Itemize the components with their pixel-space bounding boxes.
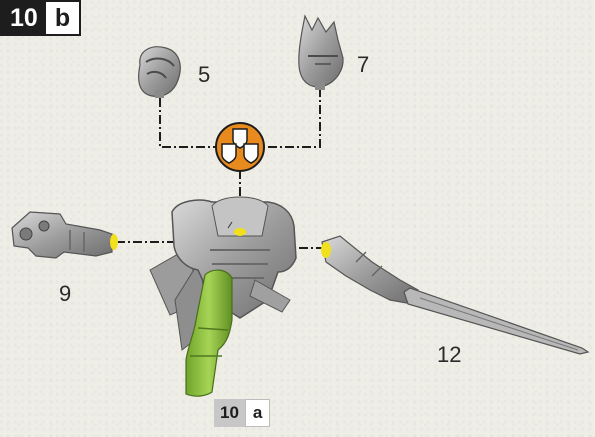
part-label-9: 9 <box>59 281 71 307</box>
step-number: 10 <box>2 2 46 34</box>
gun-arm-icon <box>12 212 112 258</box>
sub-step-number: 10 <box>214 399 245 427</box>
sub-step-letter: a <box>245 399 270 427</box>
step-number-badge: 10 b <box>0 0 81 36</box>
leader-line-part-5 <box>160 98 218 147</box>
sword-arm-icon <box>322 236 588 354</box>
leader-line-part-7 <box>264 88 320 147</box>
glue-point-left-shoulder <box>110 234 118 250</box>
glue-point-right-shoulder <box>321 242 331 258</box>
part-label-7: 7 <box>357 52 369 78</box>
step-letter: b <box>46 2 79 34</box>
glue-point-neck <box>234 228 246 236</box>
three-shields-choice-icon <box>216 123 264 171</box>
helmet-head-icon <box>139 47 181 98</box>
sub-step-reference-badge: 10 a <box>214 399 270 427</box>
crested-helmet-head-icon <box>299 16 343 90</box>
part-label-12: 12 <box>437 342 461 368</box>
part-label-5: 5 <box>198 62 210 88</box>
